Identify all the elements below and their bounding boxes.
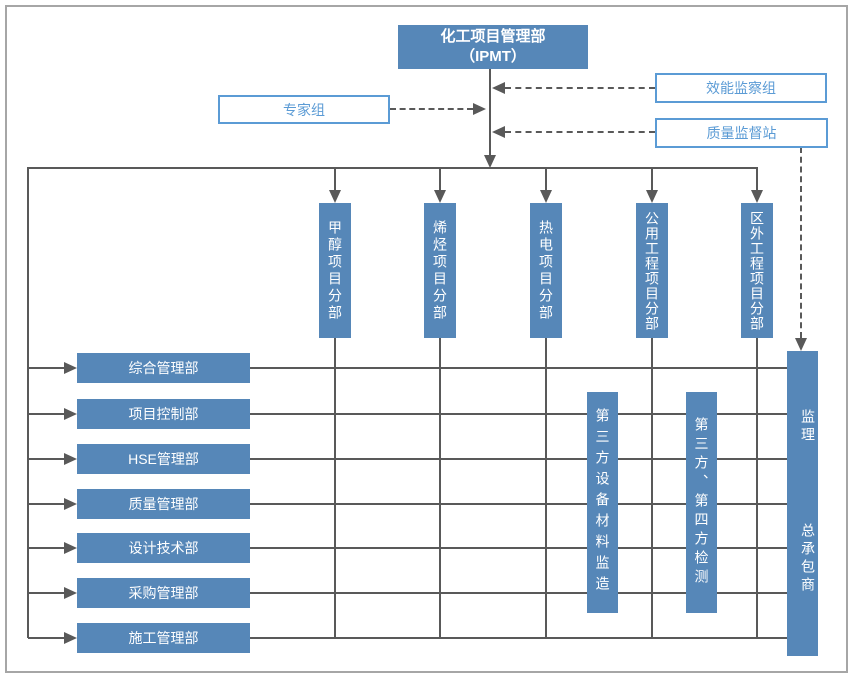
division-label: 烯烃项目分部 (432, 219, 448, 322)
quality-supervision-station-box: 质量监督站 (655, 118, 828, 148)
connector-line (28, 637, 64, 639)
arrowhead-down-icon (329, 190, 341, 203)
dept-design-technology-box: 设计技术部 (77, 533, 250, 563)
expert-group-box: 专家组 (218, 95, 390, 124)
connector-line (439, 338, 441, 638)
supervision-contractor-box: 监理 总承包商 (787, 351, 818, 656)
connector-line (28, 367, 64, 369)
arrowhead-right-icon (64, 542, 77, 554)
connector-line (28, 547, 64, 549)
arrowhead-down-icon (434, 190, 446, 203)
connector-line (334, 169, 336, 191)
arrowhead-left-icon (492, 126, 505, 138)
efficiency-supervision-box: 效能监察组 (655, 73, 827, 103)
dept-procurement-management-box: 采购管理部 (77, 578, 250, 608)
arrowhead-down-icon (795, 338, 807, 351)
connector-line (334, 338, 336, 638)
dept-hse-management-box: HSE管理部 (77, 444, 250, 474)
dept-label: HSE管理部 (128, 451, 199, 467)
ipmt-title-line2: （IPMT） (460, 48, 526, 65)
connector-line (250, 367, 787, 369)
dept-label: 采购管理部 (128, 585, 199, 601)
efficiency-supervision-label: 效能监察组 (706, 80, 776, 96)
dept-general-management-box: 综合管理部 (77, 353, 250, 383)
arrowhead-down-icon (751, 190, 763, 203)
ipmt-box: 化工项目管理部 （IPMT） (398, 25, 588, 69)
dashed-connector-line (800, 147, 802, 338)
division-outside-area-box: 区外工程项目分部 (741, 203, 773, 338)
connector-line (28, 458, 64, 460)
connector-line (545, 169, 547, 191)
arrowhead-right-icon (64, 632, 77, 644)
connector-line (250, 547, 787, 549)
connector-line (756, 338, 758, 638)
connector-line (28, 592, 64, 594)
connector-line (439, 169, 441, 191)
chart-outer-border (5, 5, 848, 673)
arrowhead-right-icon (473, 103, 486, 115)
connector-line (651, 169, 653, 191)
dept-quality-management-box: 质量管理部 (77, 489, 250, 519)
arrowhead-down-icon (540, 190, 552, 203)
expert-group-label: 专家组 (283, 101, 325, 118)
connector-line (756, 169, 758, 191)
arrowhead-right-icon (64, 498, 77, 510)
arrowhead-left-icon (492, 82, 505, 94)
arrowhead-right-icon (64, 587, 77, 599)
division-utilities-box: 公用工程项目分部 (636, 203, 668, 338)
division-methanol-box: 甲醇项目分部 (319, 203, 351, 338)
connector-line (27, 167, 29, 638)
arrowhead-right-icon (64, 362, 77, 374)
division-label: 甲醇项目分部 (327, 219, 343, 322)
arrowhead-right-icon (64, 408, 77, 420)
arrowhead-right-icon (64, 453, 77, 465)
supervision-label: 监理 (800, 409, 816, 445)
third-party-equipment-supervision-box: 第三方设备材料监造 (587, 392, 618, 613)
dept-construction-management-box: 施工管理部 (77, 623, 250, 653)
connector-line (250, 592, 787, 594)
connector-line (27, 167, 758, 169)
division-olefin-box: 烯烃项目分部 (424, 203, 456, 338)
dept-label: 项目控制部 (128, 406, 199, 422)
dashed-connector-line (505, 87, 655, 89)
connector-line (250, 503, 787, 505)
connector-line (28, 413, 64, 415)
connector-line (250, 413, 787, 415)
division-label: 公用工程项目分部 (644, 210, 660, 331)
connector-line (28, 503, 64, 505)
division-thermal-power-box: 热电项目分部 (530, 203, 562, 338)
third-fourth-party-testing-box: 第三方、第四方检测 (686, 392, 717, 613)
third-party-label: 第三方、第四方检测 (693, 417, 710, 588)
connector-line (651, 338, 653, 638)
division-label: 区外工程项目分部 (749, 210, 765, 331)
connector-line (250, 637, 787, 639)
dashed-connector-line (390, 108, 473, 110)
general-contractor-label: 总承包商 (800, 523, 816, 595)
dashed-connector-line (505, 131, 655, 133)
dept-label: 设计技术部 (128, 540, 199, 556)
arrowhead-down-icon (484, 155, 496, 168)
connector-line (545, 338, 547, 638)
dept-label: 质量管理部 (128, 496, 199, 512)
connector-line (489, 68, 491, 156)
third-party-label: 第三方设备材料监造 (594, 408, 611, 597)
ipmt-title-line1: 化工项目管理部 (440, 28, 546, 45)
division-label: 热电项目分部 (538, 219, 554, 322)
arrowhead-down-icon (646, 190, 658, 203)
dept-label: 施工管理部 (128, 630, 199, 646)
connector-line (250, 458, 787, 460)
quality-supervision-station-label: 质量监督站 (706, 125, 777, 141)
dept-label: 综合管理部 (128, 360, 199, 376)
dept-project-control-box: 项目控制部 (77, 399, 250, 429)
